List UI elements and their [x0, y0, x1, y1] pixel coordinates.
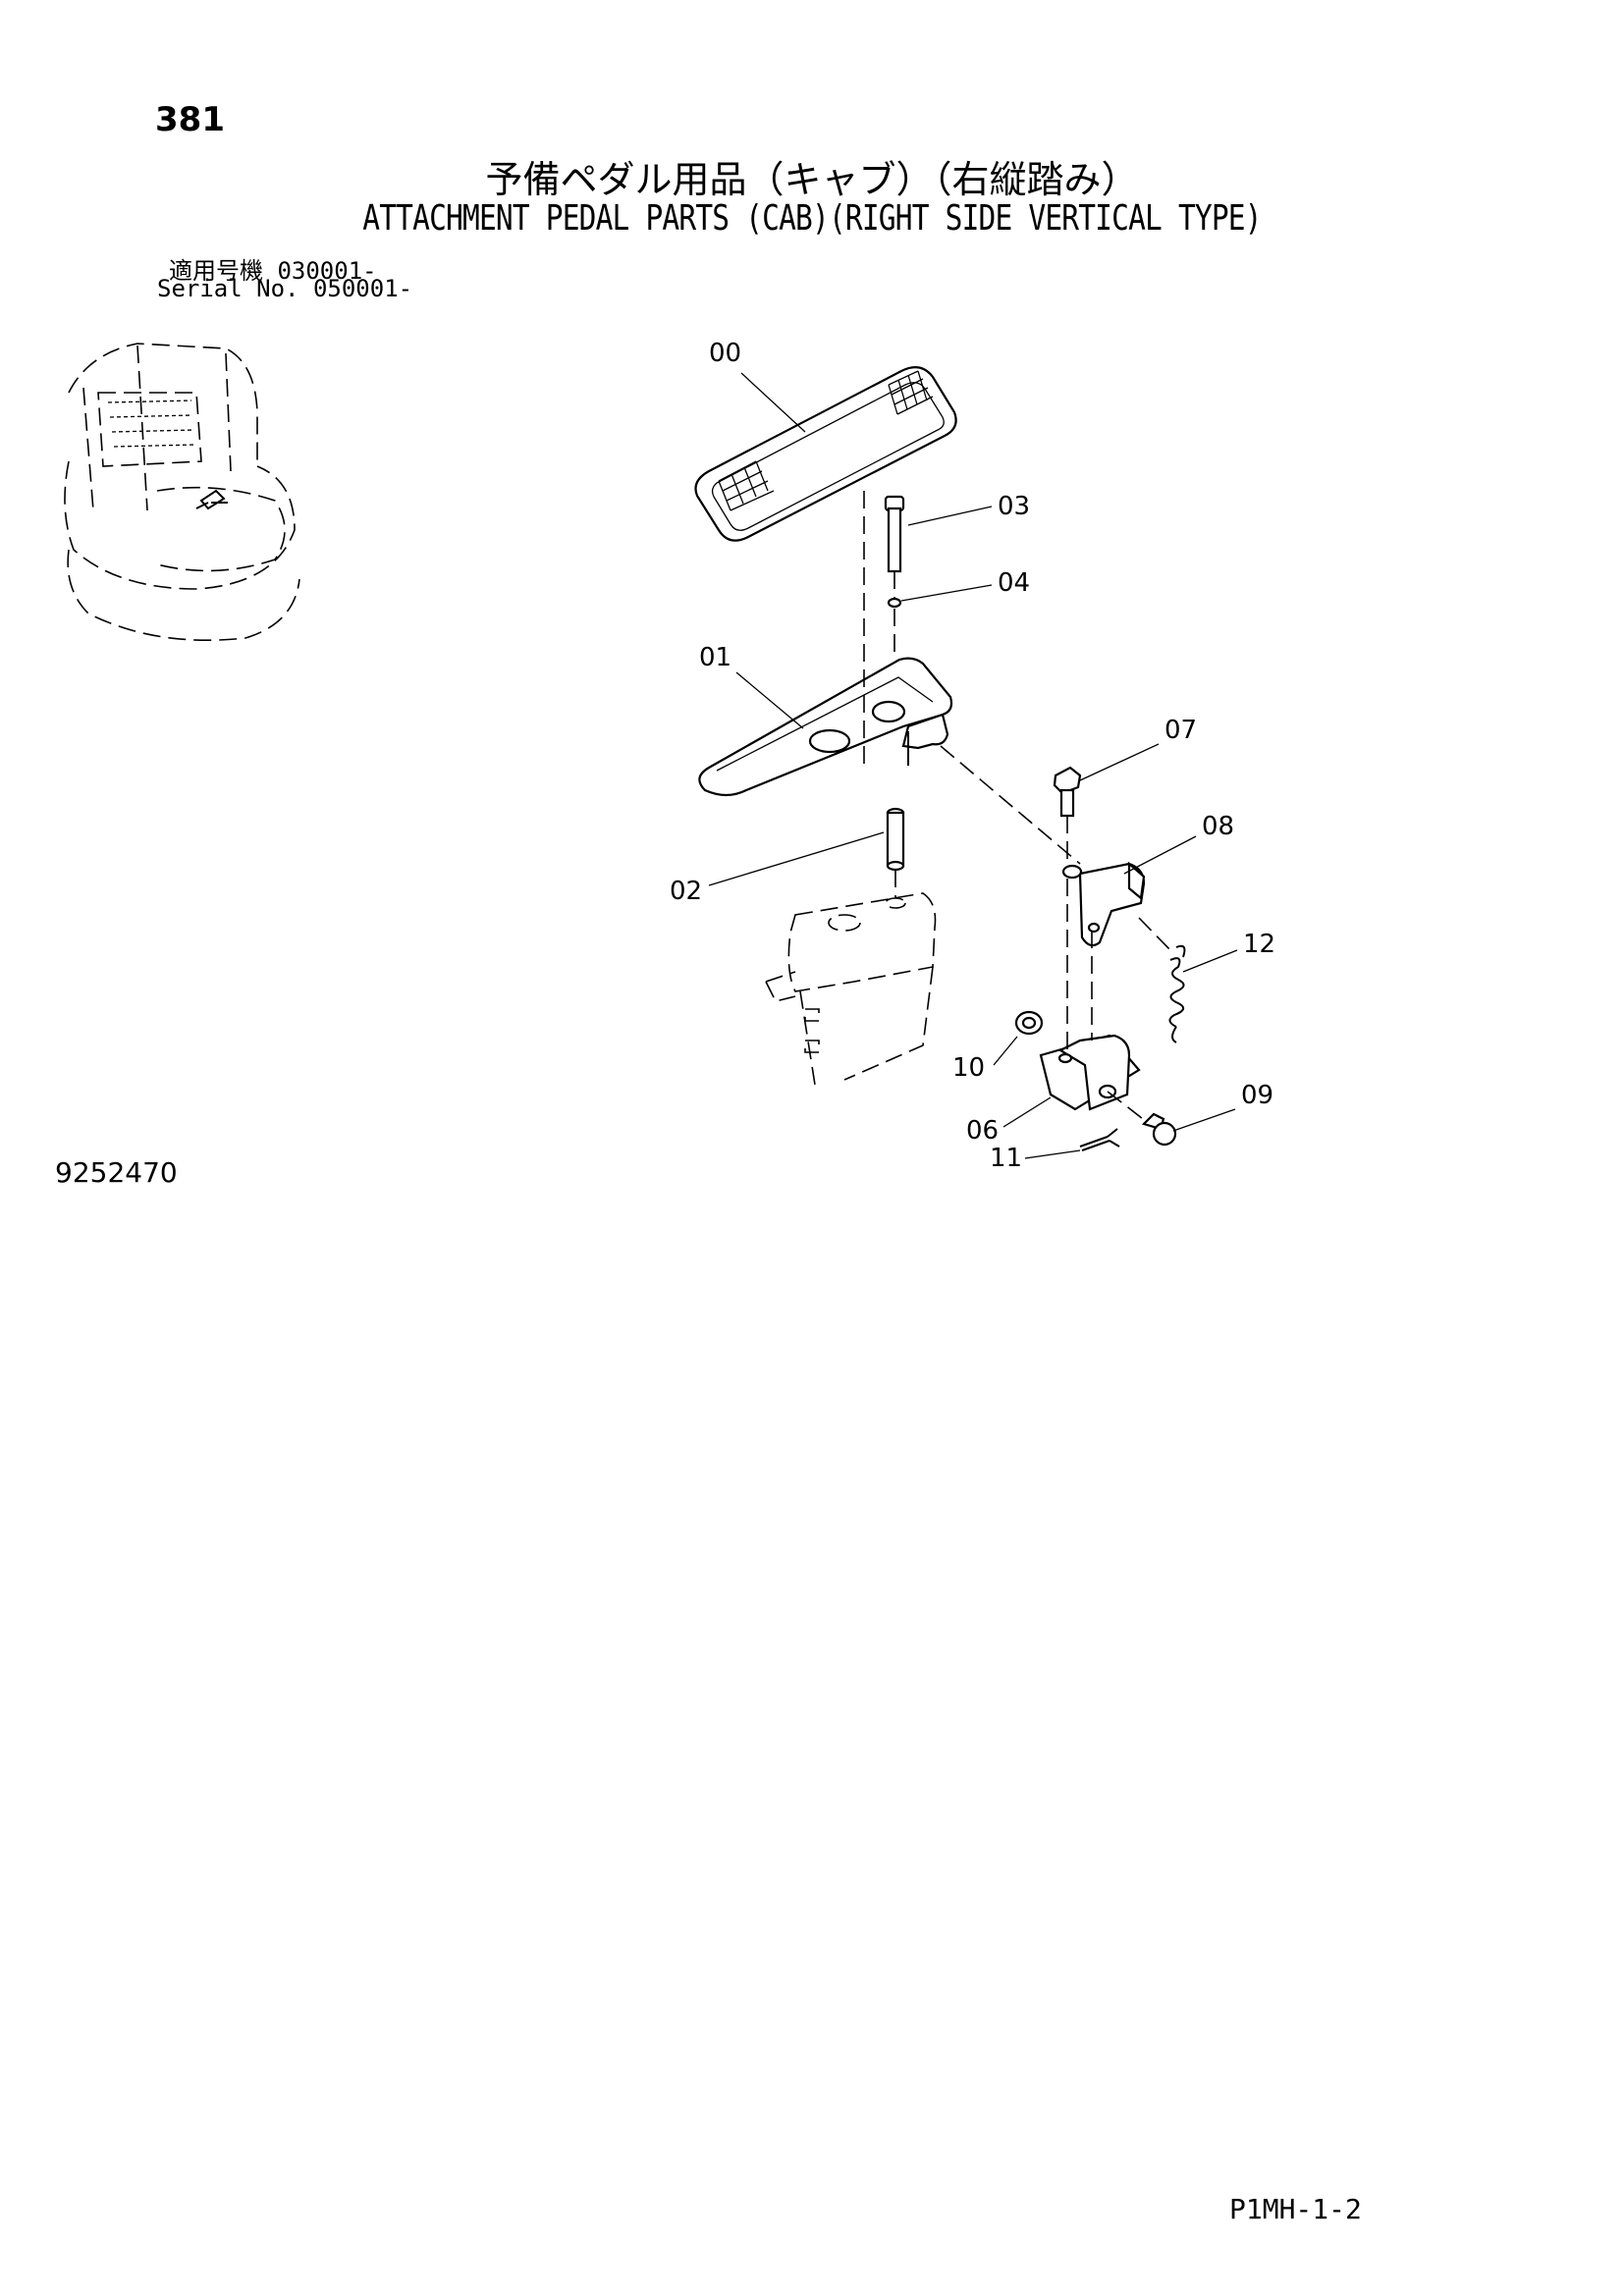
- page-code: P1MH-1-2: [1229, 2193, 1362, 2225]
- part-04-washer: [887, 597, 902, 609]
- callout-labels: 00 01 02 03 04 06 07 08 09 10 11 12: [670, 339, 1275, 1173]
- part-09-pin: [1141, 1112, 1177, 1147]
- callout-leaders: [708, 372, 1238, 1159]
- page-title-english: ATTACHMENT PEDAL PARTS (CAB)(RIGHT SIDE …: [362, 198, 1262, 239]
- drawing-number: 9252470: [55, 1156, 178, 1189]
- callout-09: 09: [1241, 1081, 1273, 1110]
- part-00-pedal-pad: [694, 366, 957, 542]
- serial-range-en: Serial No. 050001-: [157, 275, 413, 302]
- part-10-washer: [1014, 1010, 1044, 1036]
- callout-01: 01: [699, 643, 731, 672]
- part-12-spring: [1168, 944, 1186, 1043]
- callout-10: 10: [952, 1053, 985, 1083]
- callout-08: 08: [1202, 812, 1234, 841]
- part-02-pin: [886, 807, 905, 872]
- callout-07: 07: [1164, 716, 1197, 745]
- callout-12: 12: [1243, 930, 1275, 959]
- part-03-bolt: [884, 495, 905, 573]
- part-07-bolt: [1053, 766, 1082, 818]
- page-number: 381: [155, 100, 225, 139]
- callout-02: 02: [670, 877, 702, 906]
- valve-base-outline: [765, 892, 937, 1086]
- part-01-pedal-body: [698, 657, 953, 797]
- callout-03: 03: [998, 492, 1030, 521]
- page-title-japanese: 予備ペダル用品（キャブ）（右縦踏み）: [485, 158, 1139, 201]
- callout-06: 06: [966, 1116, 999, 1146]
- serial-range-jp: 適用号機 030001-: [169, 257, 377, 285]
- callout-00: 00: [709, 339, 741, 368]
- callout-11: 11: [990, 1144, 1022, 1173]
- machine-overview-illustration: [64, 343, 300, 642]
- part-06-mount-bracket: [1039, 1034, 1141, 1111]
- assembly-guide-lines: [863, 491, 1171, 1123]
- part-08-lever-bracket: [1061, 861, 1146, 947]
- callout-04: 04: [998, 568, 1030, 598]
- part-11-cotter-pin: [1079, 1128, 1120, 1151]
